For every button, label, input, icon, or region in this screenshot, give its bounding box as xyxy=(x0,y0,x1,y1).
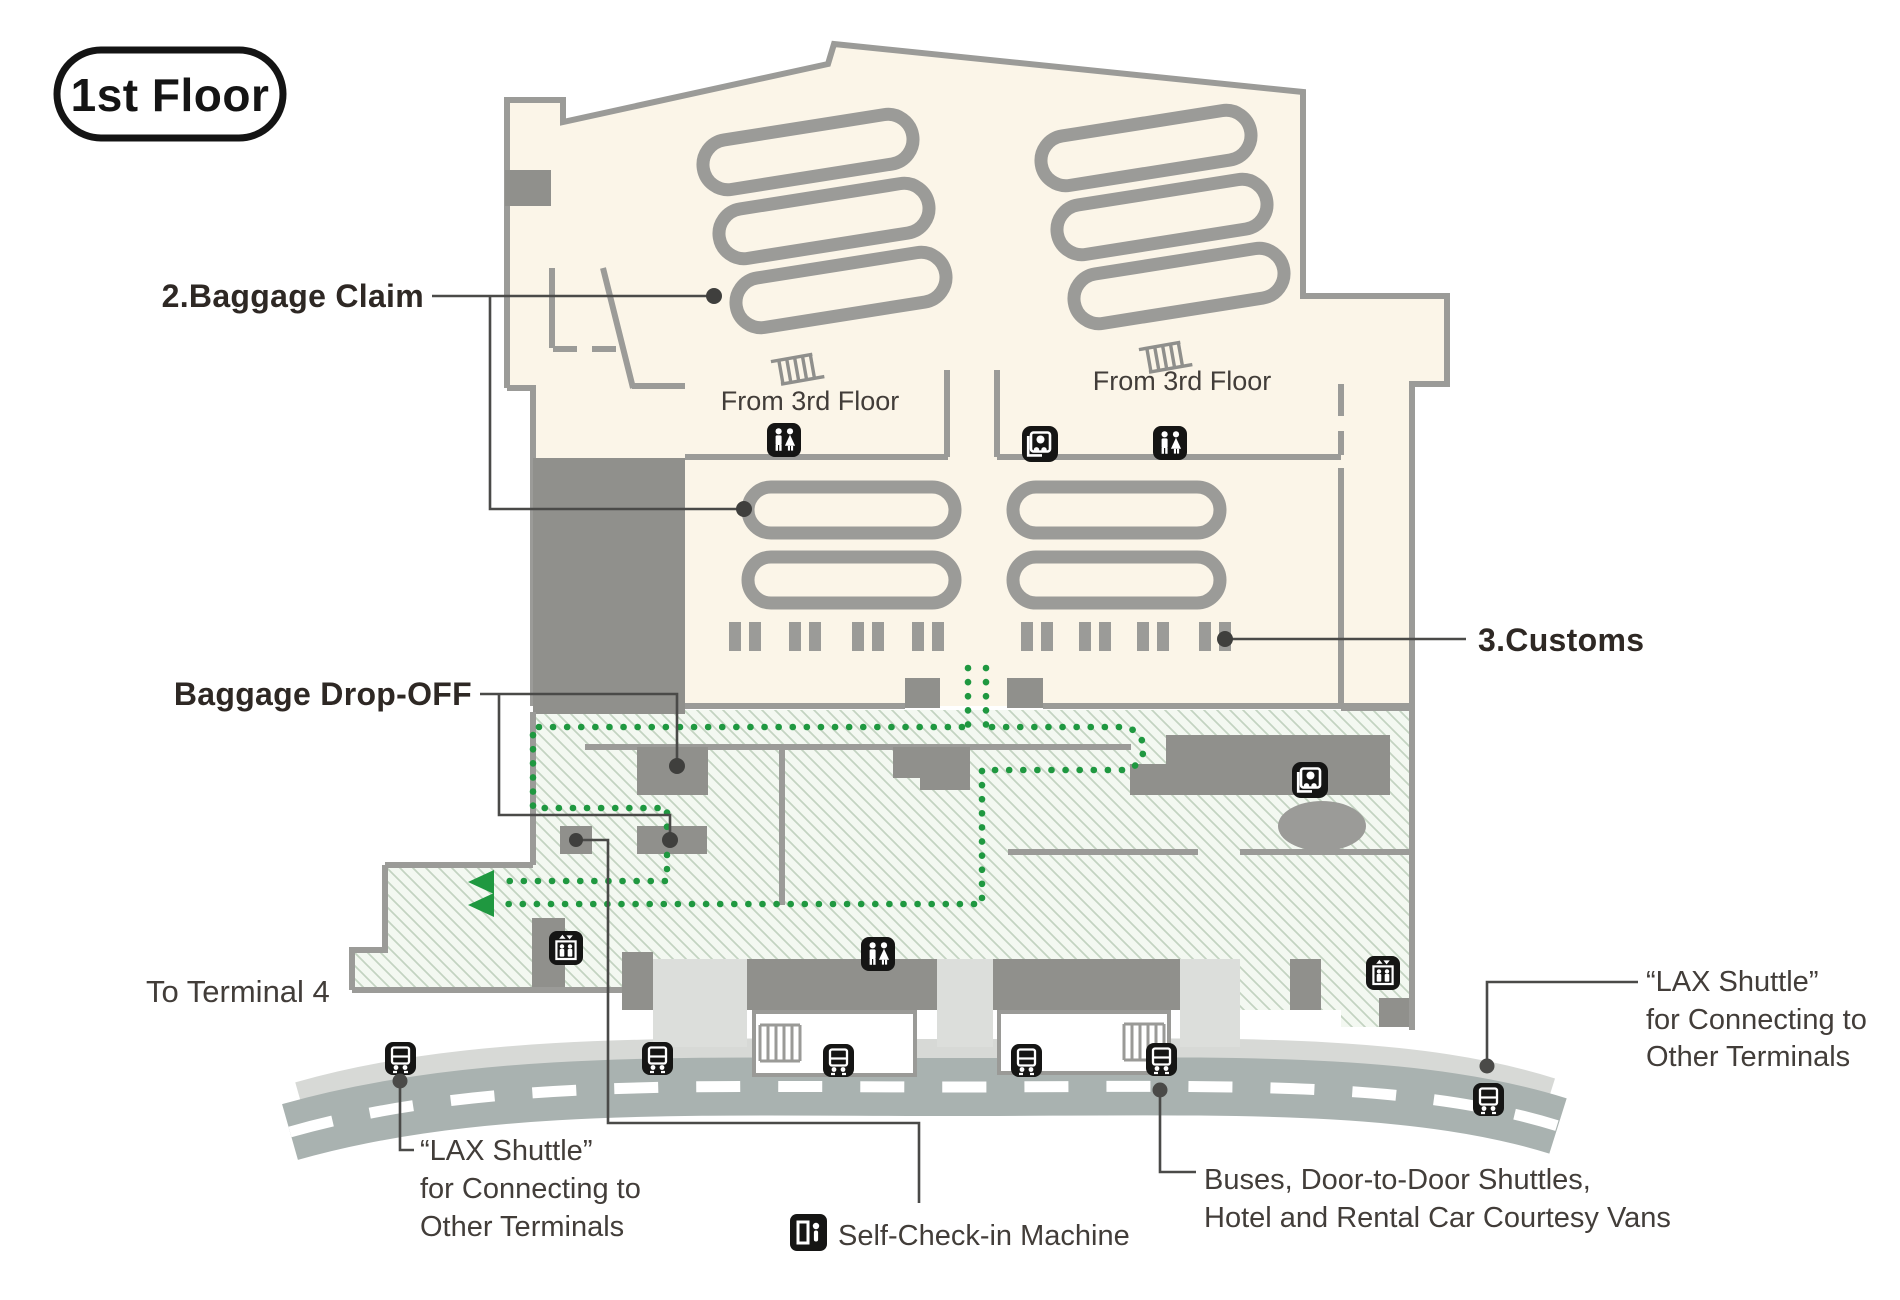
carousel xyxy=(729,245,953,335)
bus-stop-icon xyxy=(821,1042,856,1079)
dropoff-desk xyxy=(893,747,970,778)
lax-shuttle-right-line3: Other Terminals xyxy=(1646,1041,1850,1073)
elevator-icon xyxy=(1290,760,1330,800)
floor-badge: 1st Floor xyxy=(53,46,287,142)
road-lane-dashes xyxy=(288,1080,1560,1138)
terminal-road xyxy=(282,1038,1567,1160)
passenger-flow-path xyxy=(468,664,1147,917)
self-check-in-kiosk-icon xyxy=(788,1212,829,1253)
baggage-claim-label: 2.Baggage Claim xyxy=(162,278,424,314)
carousel xyxy=(1067,241,1291,331)
legend-lax-shuttle-left: “LAX Shuttle” for Connecting to Other Te… xyxy=(420,1135,641,1243)
restroom-icon xyxy=(767,423,801,457)
lax-shuttle-left-line2: for Connecting to xyxy=(420,1173,641,1205)
elevator-lobby-oval xyxy=(1278,801,1366,851)
customs-label: 3.Customs xyxy=(1478,622,1644,658)
carousel xyxy=(1006,550,1227,610)
bus-stop-icon xyxy=(1009,1042,1044,1079)
door-pillar xyxy=(1007,678,1043,708)
bus-stop-icon xyxy=(1471,1081,1506,1118)
baggage-carousels xyxy=(696,103,1291,610)
curb-structures xyxy=(532,918,1412,1077)
dropoff-desk xyxy=(920,778,970,790)
legend-buses: Buses, Door-to-Door Shuttles, Hotel and … xyxy=(1204,1164,1671,1234)
lax-shuttle-left-line3: Other Terminals xyxy=(420,1211,624,1243)
lax-shuttle-right-line2: for Connecting to xyxy=(1646,1004,1867,1036)
leader-lines xyxy=(392,288,1638,1203)
elevator-icon xyxy=(1020,424,1060,464)
curb-block xyxy=(622,952,653,1010)
bus-stop-icon xyxy=(1144,1041,1179,1078)
carousel xyxy=(741,480,962,540)
flow-arrow-left xyxy=(468,893,494,917)
elevator-updown-icon xyxy=(1364,954,1402,992)
carousel xyxy=(712,176,936,266)
walkway-strip xyxy=(937,959,993,1047)
restroom-icon xyxy=(1153,426,1187,460)
restroom-icon xyxy=(861,937,895,971)
to-terminal-4-label: To Terminal 4 xyxy=(146,974,330,1009)
from-3rd-floor-label: From 3rd Floor xyxy=(1093,366,1272,396)
bus-stop-icon xyxy=(640,1040,675,1077)
carousel xyxy=(1050,172,1274,262)
service-block xyxy=(533,458,685,714)
carousel xyxy=(1006,480,1227,540)
curb-block xyxy=(993,959,1180,1010)
buses-label-line1: Buses, Door-to-Door Shuttles, xyxy=(1204,1164,1591,1196)
buses-label-line2: Hotel and Rental Car Courtesy Vans xyxy=(1204,1202,1671,1234)
curb-block xyxy=(1290,959,1321,1010)
elevator-updown-icon xyxy=(547,929,585,967)
door-pillar xyxy=(905,678,940,708)
lax-shuttle-left-line1: “LAX Shuttle” xyxy=(420,1135,592,1167)
legend-self-check-in: Self-Check-in Machine xyxy=(788,1212,1130,1253)
carousel xyxy=(741,550,962,610)
curb-block xyxy=(1379,998,1412,1027)
baggage-dropoff-label: Baggage Drop-OFF xyxy=(174,676,472,712)
carousel xyxy=(696,107,920,197)
exit-zone-block xyxy=(1130,764,1170,795)
exit-zone-block xyxy=(1166,735,1390,795)
floor-badge-label: 1st Floor xyxy=(71,69,270,121)
road-sidewalk-band xyxy=(295,1038,1556,1102)
self-check-in-label: Self-Check-in Machine xyxy=(838,1220,1130,1252)
carousel xyxy=(1034,103,1258,193)
legend-lax-shuttle-right: “LAX Shuttle” for Connecting to Other Te… xyxy=(1646,966,1867,1073)
wall-block xyxy=(505,170,551,206)
hall-walls xyxy=(504,40,1450,1030)
walkway-strip xyxy=(1180,959,1240,1047)
lax-shuttle-right-line1: “LAX Shuttle” xyxy=(1646,966,1818,998)
walkway-strip xyxy=(653,959,747,1047)
from-3rd-floor-label: From 3rd Floor xyxy=(721,386,900,416)
curb-block xyxy=(747,959,937,1010)
flow-arrow-left xyxy=(468,870,494,894)
bus-stop-icon xyxy=(383,1040,418,1077)
customs-barriers xyxy=(729,622,1231,651)
